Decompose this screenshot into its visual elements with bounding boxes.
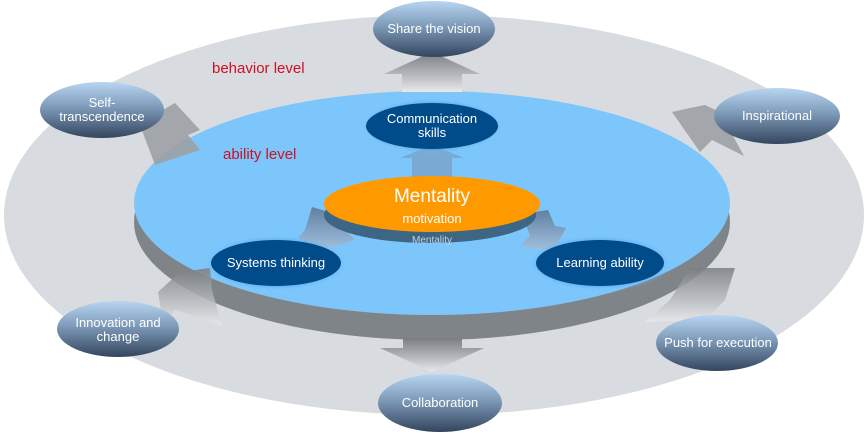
node-self-transcendence[interactable]	[40, 82, 164, 138]
node-share-the-vision[interactable]	[373, 1, 495, 57]
systems-thinking-label: Systems thinking	[226, 255, 326, 270]
core-mentality[interactable]	[324, 176, 540, 232]
arrow-to-share-vision	[384, 52, 480, 92]
share-the-vision-label: Share the vision	[387, 21, 481, 36]
innovation-and-change-label: Innovation and change	[75, 315, 161, 344]
node-communication-skills[interactable]	[366, 103, 498, 149]
arrow-to-inspirational	[672, 105, 744, 156]
inspirational-label: Inspirational	[741, 108, 813, 123]
node-inspirational[interactable]	[714, 88, 840, 144]
learning-ability-label: Learning ability	[556, 255, 644, 270]
communication-skills-label: Communication skills	[386, 111, 478, 140]
arrow-to-collaboration	[380, 338, 484, 372]
arrow-to-self-transcendence	[128, 103, 200, 165]
node-systems-thinking[interactable]	[211, 240, 341, 286]
collaboration-label: Collaboration	[401, 395, 479, 410]
push-for-execution-label: Push for execution	[664, 335, 772, 350]
self-transcendence-label: Self-transcendence	[59, 95, 145, 124]
node-learning-ability[interactable]	[536, 240, 664, 286]
node-push-for-execution[interactable]	[656, 315, 778, 371]
arrow-to-innovation	[158, 268, 222, 326]
node-innovation-and-change[interactable]	[57, 301, 179, 357]
behavior-level-label: behavior level	[212, 60, 305, 77]
node-collaboration[interactable]	[378, 374, 502, 432]
ability-level-label: ability level	[223, 146, 297, 163]
arrow-to-push-execution	[645, 268, 735, 322]
